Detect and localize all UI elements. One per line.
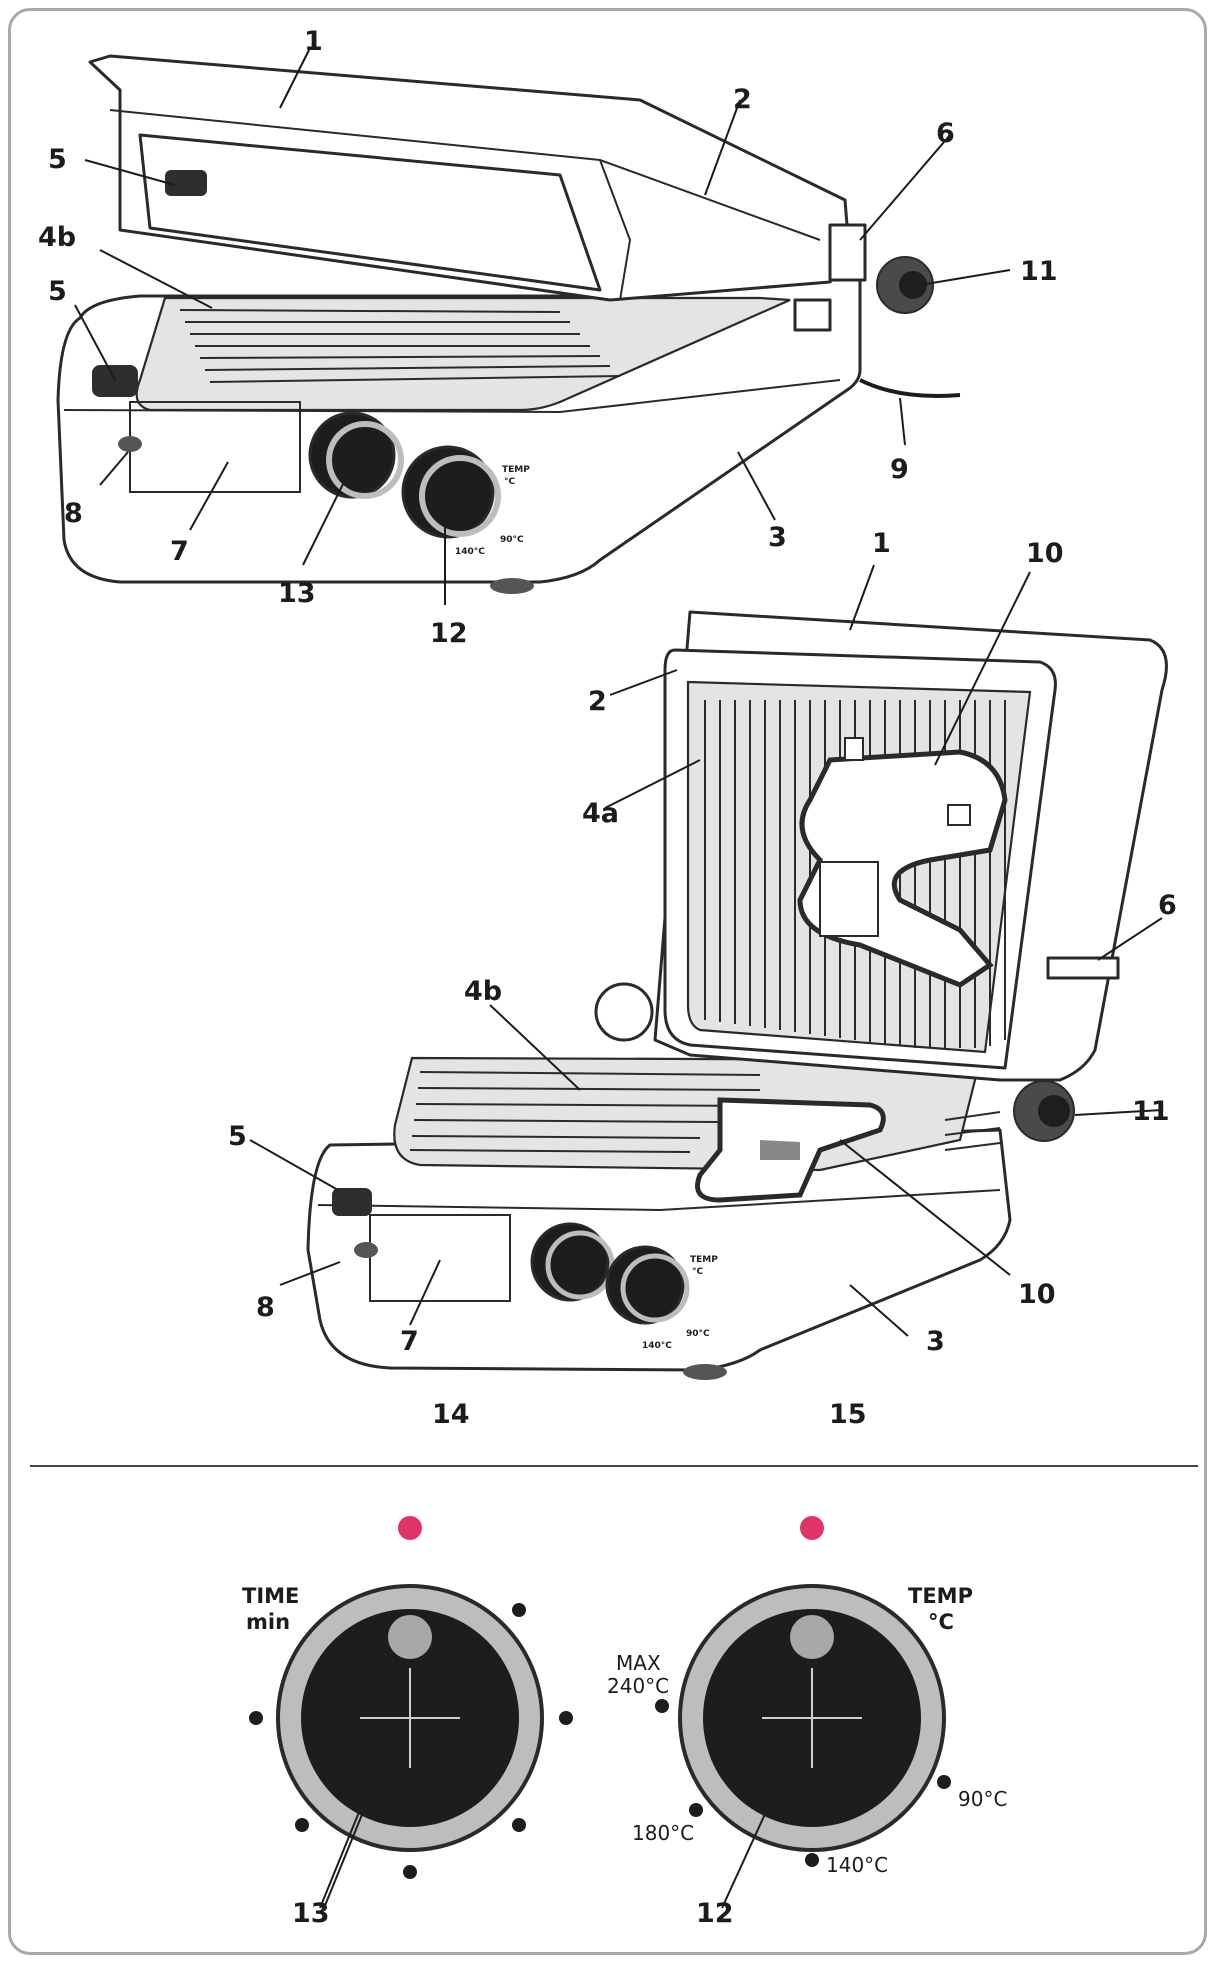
callout-10b: 10 — [1018, 1279, 1056, 1310]
callout-7b: 7 — [400, 1326, 419, 1357]
svg-text:min: min — [246, 1610, 290, 1634]
svg-text:°C: °C — [692, 1267, 704, 1277]
svg-text:TEMP: TEMP — [690, 1255, 718, 1265]
callout-1b: 1 — [872, 528, 891, 559]
callout-4b: 4b — [38, 222, 76, 253]
callout-6b: 6 — [1158, 890, 1177, 921]
svg-text:90°C: 90°C — [958, 1787, 1007, 1811]
callout-1: 1 — [304, 26, 323, 57]
temp-knob-pointer — [790, 1615, 834, 1659]
foot-top-left — [118, 436, 142, 452]
height-adjust-top — [793, 298, 832, 332]
svg-text:°C: °C — [928, 1610, 954, 1634]
plate-ribs-top — [179, 309, 621, 383]
svg-text:MAX: MAX — [616, 1651, 661, 1675]
plate-ribs-open — [409, 1071, 761, 1153]
grill-open-view: TEMP °C 90°C 140°C — [306, 610, 1168, 1380]
callout-2: 2 — [733, 84, 752, 115]
callout-leaders — [74, 47, 1163, 1337]
callout-12: 12 — [430, 618, 468, 649]
svg-text:140°C: 140°C — [642, 1341, 672, 1351]
lid-lock-button-open — [332, 1188, 372, 1216]
lid-inner-plate — [138, 133, 602, 292]
callout-5c: 5 — [228, 1121, 247, 1152]
foot-top-right — [490, 578, 534, 594]
svg-text:90°C: 90°C — [686, 1329, 710, 1339]
callout-11: 11 — [1020, 256, 1058, 287]
callout-13: 13 — [278, 578, 316, 609]
svg-text:90°C: 90°C — [500, 535, 524, 545]
svg-text:180°C: 180°C — [632, 1821, 694, 1845]
callout-6: 6 — [936, 118, 955, 149]
svg-text:140°C: 140°C — [455, 547, 485, 557]
callout-3b: 3 — [926, 1326, 945, 1357]
time-knob-detail: TIME min 13 — [242, 1584, 573, 1929]
svg-text:140°C: 140°C — [826, 1853, 888, 1877]
temp-indicator-light — [800, 1516, 824, 1540]
svg-text:240°C: 240°C — [607, 1674, 669, 1698]
lid-lock-button-lower — [92, 365, 138, 397]
svg-text:°C: °C — [504, 477, 516, 487]
grill-top-view: TEMP °C 90°C 140°C — [56, 54, 961, 594]
time-knob-pointer — [388, 1615, 432, 1659]
callout-8: 8 — [64, 498, 83, 529]
callout-10: 10 — [1026, 538, 1064, 569]
callout-9: 9 — [890, 454, 909, 485]
callout-numbers: 1 2 5 6 4b 11 5 9 8 7 3 13 12 1 10 2 4a … — [38, 26, 1177, 1357]
callout-5b: 5 — [48, 276, 67, 307]
callout-4b-open: 4b — [464, 976, 502, 1007]
callout-8b: 8 — [256, 1292, 275, 1323]
callout-15: 15 — [829, 1399, 867, 1430]
hinge-left-open — [594, 982, 654, 1042]
callout-13b: 13 — [292, 1898, 330, 1929]
callout-12b: 12 — [696, 1898, 734, 1929]
temp-knob-detail: TEMP °C MAX 240°C 180°C 140°C 90°C 12 — [607, 1584, 1007, 1929]
knob-detail-panel: 14 15 TIME min 13 — [242, 1399, 1007, 1929]
callout-11b: 11 — [1132, 1096, 1170, 1127]
callout-7: 7 — [170, 536, 189, 567]
lid-lock-button-upper — [165, 170, 207, 196]
svg-text:TIME: TIME — [242, 1584, 299, 1608]
callout-5: 5 — [48, 144, 67, 175]
svg-text:TEMP: TEMP — [908, 1584, 973, 1608]
time-indicator-light — [398, 1516, 422, 1540]
display-open — [369, 1214, 511, 1302]
callout-3: 3 — [768, 522, 787, 553]
power-cord — [859, 378, 961, 398]
svg-text:TEMP: TEMP — [502, 465, 530, 475]
callout-2b: 2 — [588, 686, 607, 717]
hinge-top — [828, 223, 867, 282]
callout-14: 14 — [432, 1399, 470, 1430]
callout-4a: 4a — [582, 798, 619, 829]
hinge-clip-open — [1046, 956, 1120, 980]
